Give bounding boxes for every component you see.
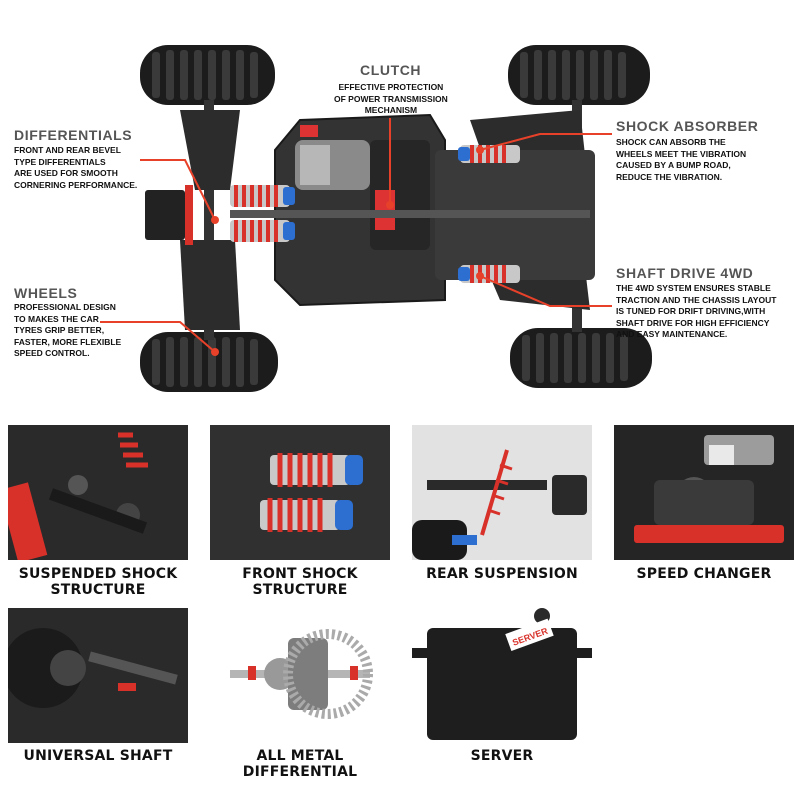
left-axle [204,100,214,340]
caption-universal-shaft: UNIVERSAL SHAFT [23,748,173,764]
shock-absorber-title: SHOCK ABSORBER [616,118,759,134]
front-shock-photo [210,425,390,560]
wheels-title: WHEELS [14,285,78,301]
chassis-hero: CLUTCH EFFECTIVE PROTECTION OF POWER TRA… [14,45,777,392]
caption-rear-suspension: REAR SUSPENSION [426,566,578,582]
universal-shaft-photo [8,608,188,743]
rear-suspension-photo [412,425,592,560]
differentials-desc: FRONT AND REAR BEVEL TYPE DIFFERENTIALS … [14,145,138,190]
differentials-title: DIFFERENTIALS [14,127,133,143]
caption-speed-changer: SPEED CHANGER [636,566,772,582]
servo-photo: SERVER [412,608,592,743]
clutch-title: CLUTCH [360,62,422,78]
speed-changer-photo [614,425,794,560]
callout-lines [100,118,612,353]
metal-differential-photo [210,608,390,743]
caption-server: SERVER [470,748,534,764]
suspended-shock-photo [8,425,188,560]
front-bumper [185,185,193,245]
front-shock-springs [230,185,295,242]
wheel-rear-right [510,328,652,388]
wheel-rear-left [140,332,278,392]
motor-plug [300,125,318,137]
driveshaft [230,210,590,218]
shaft-drive-title: SHAFT DRIVE 4WD [616,265,754,281]
shock-absorber-desc: SHOCK CAN ABSORB THE WHEELS MEET THE VIB… [616,137,747,182]
chassis-illustration [100,45,652,392]
wheels-desc: PROFESSIONAL DESIGN TO MAKES THE CAR TYR… [14,302,122,358]
clutch-desc: EFFECTIVE PROTECTION OF POWER TRANSMISSI… [334,82,448,115]
wheel-front-left [140,45,275,105]
wheel-front-right [508,45,650,105]
shaft-drive-desc: THE 4WD SYSTEM ENSURES STABLE TRACTION A… [616,283,777,339]
